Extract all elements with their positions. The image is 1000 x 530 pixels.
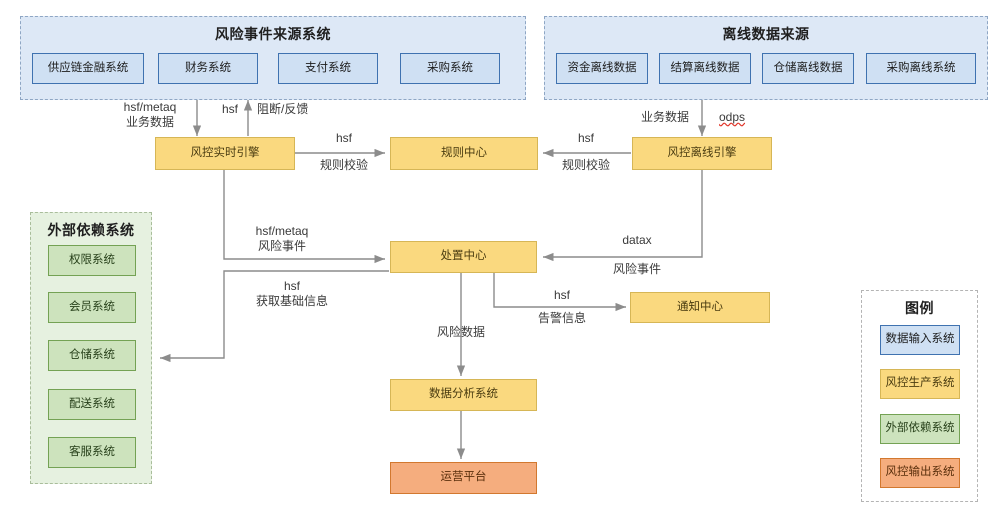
node-data-analysis-system[interactable]: 数据分析系统 (390, 379, 537, 411)
node-payment-system[interactable]: 支付系统 (278, 53, 378, 84)
edge-label-disposal-to-notify-line1: hsf (553, 288, 570, 302)
edge-label-offline-source-business-data: 业务数据 (641, 110, 690, 124)
group-offline-source-title: 离线数据来源 (722, 26, 810, 42)
group-external-dependency-title: 外部依赖系统 (47, 222, 135, 238)
edge-label-source-to-realtime: hsf/metaq 业务数据 (100, 100, 200, 130)
edge-label-realtime-to-rule-line1: hsf (335, 131, 352, 145)
node-supply-chain-finance[interactable]: 供应链金融系统 (32, 53, 144, 84)
edge-label-offline-to-disposal-line2: 风险事件 (612, 262, 661, 276)
edge-label-disposal-to-external-line2: 获取基础信息 (255, 294, 328, 308)
group-risk-source-title: 风险事件来源系统 (215, 26, 331, 42)
node-realtime-risk-engine[interactable]: 风控实时引擎 (155, 137, 295, 170)
edge-label-realtime-to-disposal-line2: 风险事件 (257, 239, 306, 253)
node-procurement-offline-system[interactable]: 采购离线系统 (866, 53, 976, 84)
node-disposal-center[interactable]: 处置中心 (390, 241, 537, 273)
edge-label-disposal-to-analysis: 风险数据 (436, 325, 485, 339)
edge-label-disposal-to-notify-line2: 告警信息 (537, 311, 586, 325)
edge-label-realtime-to-source-line2: 阻断/反馈 (257, 102, 309, 116)
node-warehouse-offline-data[interactable]: 仓储离线数据 (762, 53, 854, 84)
edge-label-offline-to-rule-line2: 规则校验 (561, 158, 610, 172)
node-delivery-system[interactable]: 配送系统 (48, 389, 136, 420)
legend-item-external-system: 外部依赖系统 (880, 414, 960, 444)
edge-label-disposal-to-external-line1: hsf (283, 279, 300, 293)
node-member-system[interactable]: 会员系统 (48, 292, 136, 323)
legend-item-output-system: 风控输出系统 (880, 458, 960, 488)
edge-label-offline-source-odps: odps (719, 110, 746, 124)
node-offline-risk-engine[interactable]: 风控离线引擎 (632, 137, 772, 170)
edge-label-realtime-to-disposal-line1: hsf/metaq (255, 224, 309, 238)
edge-label-realtime-to-disposal: hsf/metaq 风险事件 (232, 224, 332, 254)
node-fund-offline-data[interactable]: 资金离线数据 (556, 53, 648, 84)
edge-label-disposal-to-external: hsf 获取基础信息 (232, 279, 352, 309)
legend-title: 图例 (905, 300, 934, 316)
node-notification-center[interactable]: 通知中心 (630, 292, 770, 323)
edge-label-offline-to-rule-line1: hsf (577, 131, 594, 145)
node-rule-center[interactable]: 规则中心 (390, 137, 538, 170)
legend-item-input-system: 数据输入系统 (880, 325, 960, 355)
legend-item-production-system: 风控生产系统 (880, 369, 960, 399)
node-operation-platform[interactable]: 运营平台 (390, 462, 537, 494)
node-warehouse-system[interactable]: 仓储系统 (48, 340, 136, 371)
edge-label-source-to-realtime-line1: hsf/metaq (123, 100, 177, 114)
node-procurement-system[interactable]: 采购系统 (400, 53, 500, 84)
edge-label-source-to-realtime-line2: 业务数据 (125, 115, 174, 129)
edge-label-realtime-to-source-line1: hsf (222, 102, 239, 116)
node-customer-service-system[interactable]: 客服系统 (48, 437, 136, 468)
node-permission-system[interactable]: 权限系统 (48, 245, 136, 276)
node-finance-system[interactable]: 财务系统 (158, 53, 258, 84)
node-settlement-offline-data[interactable]: 结算离线数据 (659, 53, 751, 84)
edge-label-offline-to-disposal-line1: datax (622, 233, 652, 247)
edge-label-realtime-to-rule-line2: 规则校验 (319, 158, 368, 172)
